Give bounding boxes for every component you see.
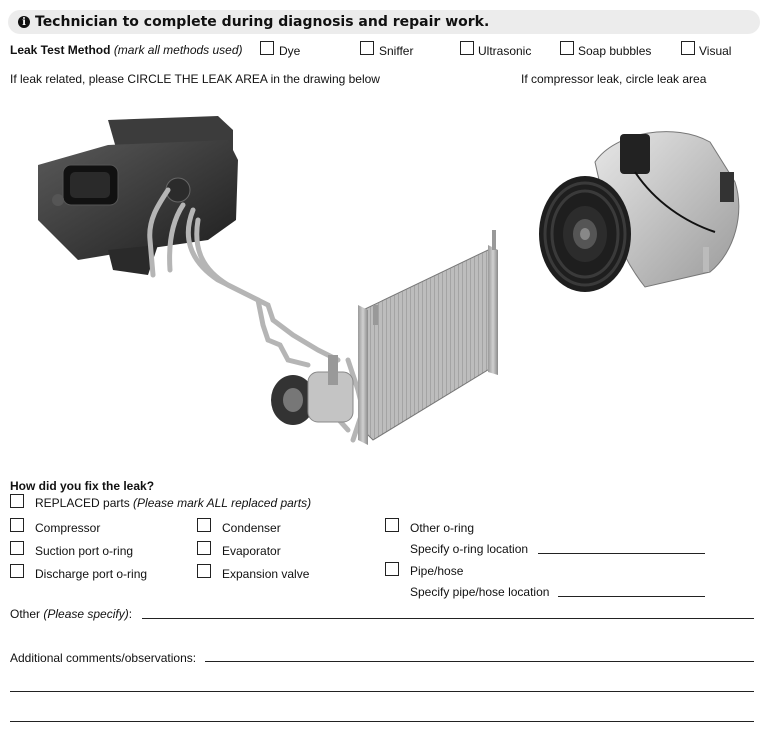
soap-bubbles-label: Soap bubbles <box>578 44 652 58</box>
compressor-pulley <box>539 176 631 292</box>
dye-checkbox[interactable] <box>260 41 274 55</box>
other-specify-field[interactable] <box>142 618 754 619</box>
condenser <box>358 230 498 445</box>
compressor-drawing[interactable] <box>535 122 745 300</box>
expansion-valve-checkbox[interactable] <box>197 564 211 578</box>
comments-label: Additional comments/observations: <box>10 651 197 665</box>
compressor-instruction: If compressor leak, circle leak area <box>521 72 707 86</box>
soap-bubbles-checkbox[interactable] <box>560 41 574 55</box>
fix-question: How did you fix the leak? <box>10 479 155 493</box>
leak-test-note: (mark all methods used) <box>113 43 243 57</box>
expansion-valve-label: Expansion valve <box>222 567 310 581</box>
replaced-parts-checkbox[interactable] <box>10 494 24 508</box>
visual-checkbox[interactable] <box>681 41 695 55</box>
discharge-port-oring-checkbox[interactable] <box>10 564 24 578</box>
circle-leak-instruction: If leak related, please CIRCLE THE LEAK … <box>10 72 380 86</box>
sniffer-checkbox[interactable] <box>360 41 374 55</box>
sniffer-label: Sniffer <box>379 44 414 58</box>
compressor-label: Compressor <box>35 521 101 535</box>
suction-port-oring-checkbox[interactable] <box>10 541 24 555</box>
ac-system-drawing[interactable] <box>18 110 508 460</box>
other-note: (Please specify) <box>43 607 129 621</box>
comments-line-2[interactable] <box>10 691 754 692</box>
condenser-label: Condenser <box>222 521 281 535</box>
compressor-connector <box>620 134 650 174</box>
other-label: Other <box>10 607 41 621</box>
other-oring-label: Other o-ring <box>410 521 475 535</box>
comments-line-1[interactable] <box>205 661 754 662</box>
ultrasonic-checkbox[interactable] <box>460 41 474 55</box>
replaced-parts-label: REPLACED parts <box>35 496 130 510</box>
pipe-hose-checkbox[interactable] <box>385 562 399 576</box>
visual-label: Visual <box>699 44 732 58</box>
compressor-checkbox[interactable] <box>10 518 24 532</box>
compressor-small <box>271 355 354 425</box>
hvac-housing <box>38 116 238 275</box>
discharge-port-oring-label: Discharge port o-ring <box>35 567 148 581</box>
other-oring-checkbox[interactable] <box>385 518 399 532</box>
suction-port-oring-label: Suction port o-ring <box>35 544 134 558</box>
comments-line-3[interactable] <box>10 721 754 722</box>
replaced-parts-label-group: REPLACED parts (Please mark ALL replaced… <box>35 496 311 510</box>
other-label-group: Other (Please specify): <box>10 607 132 621</box>
specify-oring-label: Specify o-ring location <box>410 542 529 556</box>
condenser-checkbox[interactable] <box>197 518 211 532</box>
specify-oring-field[interactable] <box>538 553 705 554</box>
info-icon: i <box>18 16 30 28</box>
leak-test-label: Leak Test Method <box>10 43 111 57</box>
evaporator-label: Evaporator <box>222 544 281 558</box>
dye-label: Dye <box>279 44 301 58</box>
specify-pipe-label: Specify pipe/hose location <box>410 585 550 599</box>
ultrasonic-label: Ultrasonic <box>478 44 532 58</box>
section-title: Technician to complete during diagnosis … <box>35 14 490 30</box>
leak-test-label-group: Leak Test Method (mark all methods used) <box>10 43 243 57</box>
section-header: i Technician to complete during diagnosi… <box>8 10 760 34</box>
replaced-parts-note: (Please mark ALL replaced parts) <box>133 496 312 510</box>
pipe-hose-label: Pipe/hose <box>410 564 464 578</box>
specify-pipe-field[interactable] <box>558 596 705 597</box>
other-colon: : <box>128 607 133 621</box>
evaporator-checkbox[interactable] <box>197 541 211 555</box>
